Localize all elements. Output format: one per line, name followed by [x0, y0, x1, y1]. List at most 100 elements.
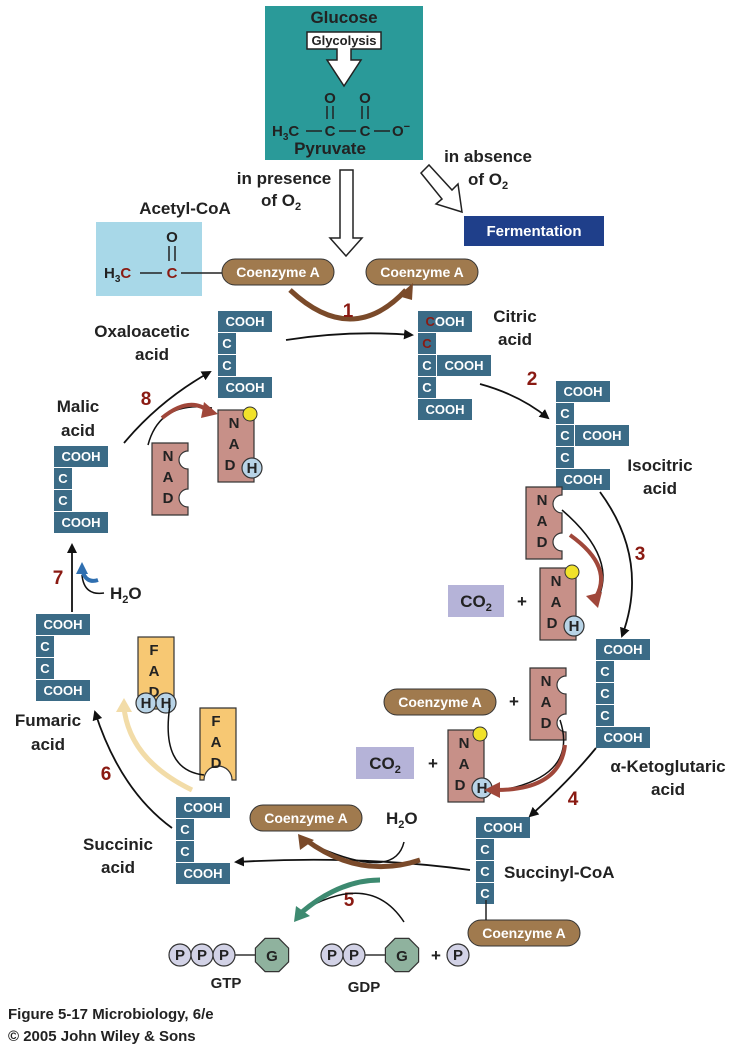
step-5-number: 5 — [344, 890, 355, 911]
fumaric-carbon-text: C — [40, 639, 50, 654]
fad-letter: F — [211, 713, 220, 730]
succinyl-carbon-text: C — [480, 886, 490, 901]
step5-gtp-arrow — [300, 877, 381, 914]
co2-box-1 — [448, 585, 504, 617]
hydrogen-letter: H — [569, 618, 580, 635]
oxaloacetic-cooh-block — [218, 377, 272, 398]
phosphate-free — [446, 943, 470, 967]
malic-carbon-text: C — [58, 471, 68, 486]
step-2-number: 2 — [527, 369, 538, 390]
isocitric-carbon-text: C — [560, 406, 570, 421]
step-3-number: 3 — [635, 544, 646, 565]
malic-cooh-block — [54, 512, 108, 533]
fumaric-carbon-block — [36, 658, 54, 679]
ketoglutaric-label-1: α-Ketoglutaric — [610, 757, 725, 776]
step-6-number: 6 — [101, 764, 112, 785]
pyruvate-structure: O O H3C C C O− — [272, 90, 410, 143]
fumaric-label-2: acid — [31, 735, 65, 754]
hydrogen-letter: H — [141, 695, 152, 712]
phosphate-letter: P — [327, 947, 337, 964]
hydrogen-letter: H — [477, 780, 488, 797]
citric-carbon-text: C — [422, 380, 432, 395]
pyruvate-c2: C — [360, 123, 371, 140]
isocitric-side-cooh-text: COOH — [583, 428, 622, 443]
co2-step4: CO2 + — [356, 747, 438, 779]
coenzyme-a-released: Coenzyme A — [365, 258, 479, 286]
malic-label-2: acid — [61, 421, 95, 440]
fad-letter: D — [149, 684, 160, 701]
nad-letter: A — [551, 594, 562, 611]
citric-label-1: Citric — [493, 307, 536, 326]
step-4-number: 4 — [568, 789, 579, 810]
malic-label-1: Malic — [57, 397, 100, 416]
citric-carbon-text: C — [422, 336, 432, 351]
coa-label-2: Coenzyme A — [380, 264, 464, 280]
coenzyme-a-acetyl: Coenzyme A — [221, 258, 335, 286]
isocitric-cooh-block — [556, 469, 610, 490]
fumaric-cooh-text: COOH — [44, 617, 83, 632]
succinic-carbon-text: C — [180, 844, 190, 859]
water-label-step5: H2O — [386, 809, 418, 831]
glycolysis-arrow — [306, 31, 382, 88]
citric-carbon-text: C — [422, 358, 432, 373]
citric-cooh-block — [418, 311, 472, 332]
isocitric-label-2: acid — [643, 479, 677, 498]
nad-letter: A — [229, 436, 240, 453]
step4-nad-arrow — [495, 744, 567, 792]
nad-letter: N — [541, 673, 552, 690]
caption-line1: Figure 5-17 Microbiology, 6/e — [8, 1006, 214, 1023]
absence-line2: of O2 — [468, 170, 508, 192]
glucose-label: Glucose — [310, 8, 377, 27]
nad-letter: N — [229, 415, 240, 432]
step-8-number: 8 — [141, 389, 152, 410]
oxaloacetic-carbon-text: C — [222, 336, 232, 351]
acetyl-group-box — [96, 222, 202, 296]
presence-line2: of O2 — [261, 191, 301, 213]
oxaloacetic-cooh-text: COOH — [226, 314, 265, 329]
guanosine-gdp — [384, 937, 420, 973]
succinyl-cooh-text: COOH — [484, 820, 523, 835]
isocitric-carbon-block — [556, 425, 574, 446]
acetyl-coa-label: Acetyl-CoA — [139, 199, 231, 218]
nad-body — [151, 442, 189, 516]
oxaloacetic-label-1: Oxaloacetic — [94, 322, 189, 341]
nad-letter: N — [537, 492, 548, 509]
gdp-label: GDP — [348, 979, 381, 996]
isocitric-carbon-text: C — [560, 428, 570, 443]
guanosine-gtp — [254, 937, 290, 973]
ketoglutaric-carbon-text: C — [600, 686, 610, 701]
step8-nad-arrowhead — [201, 402, 218, 418]
water-label-step7: H2O — [110, 584, 142, 606]
fumaric-carbon-block — [36, 636, 54, 657]
phosphate-gtp-3 — [212, 943, 236, 967]
fumaric-label-1: Fumaric — [15, 711, 81, 730]
gtp-label: GTP — [211, 975, 242, 992]
acetyl-c2: C — [167, 265, 178, 282]
nad-letter: N — [459, 735, 470, 752]
malic-cooh-text: COOH — [62, 449, 101, 464]
citric-side-cooh-block — [437, 355, 491, 376]
nad-letter: A — [537, 513, 548, 530]
phosphate-letter: P — [453, 947, 463, 964]
malic-carbon-block — [54, 468, 72, 489]
coa-pill-4 — [249, 804, 363, 832]
arrow-isocitric-to-ketoglutaric — [599, 491, 633, 638]
ketoglutaric-carbon-block — [596, 683, 614, 704]
ketoglutaric-cooh-text: COOH — [604, 730, 643, 745]
coa-pill-1 — [221, 258, 335, 286]
step5-coa-arrowhead — [298, 834, 314, 850]
citric-carbon-block — [418, 355, 436, 376]
fad-letter: F — [149, 642, 158, 659]
pyruvate-o2: O — [359, 90, 371, 107]
oxaloacetic-cooh-text: COOH — [226, 380, 265, 395]
oxaloacetic-cooh-block — [218, 311, 272, 332]
